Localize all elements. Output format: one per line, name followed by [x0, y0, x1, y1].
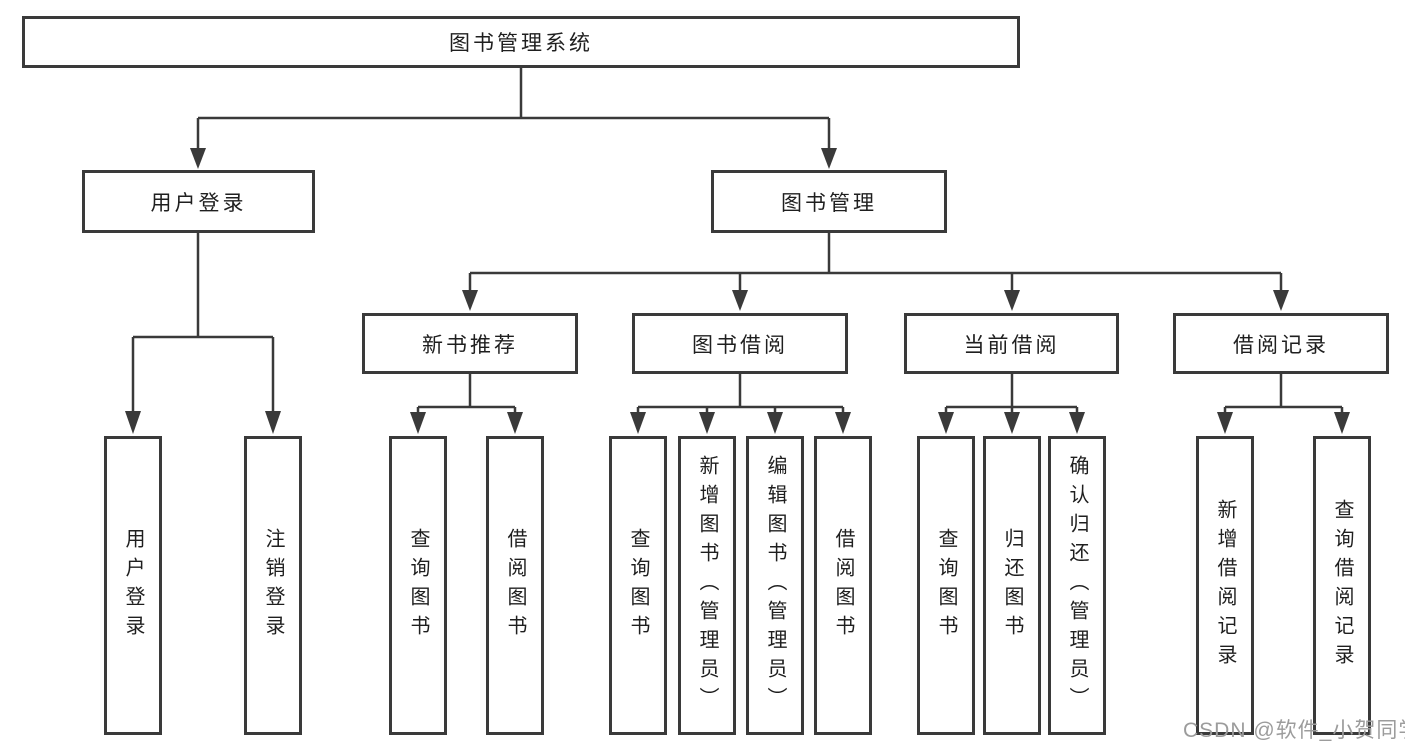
node-user-login: 用户登录 — [82, 170, 315, 233]
node-current-borrow-label: 当前借阅 — [963, 333, 1060, 357]
leaf-borrow-borrow-books: 借阅图书 — [814, 436, 872, 735]
leaf-borrow-edit-books-admin-label: 编辑图书（管理员） — [764, 455, 786, 716]
node-new-book-recommend-label: 新书推荐 — [422, 333, 518, 357]
leaf-borrow-borrow-books-label: 借阅图书 — [832, 527, 854, 644]
node-current-borrow: 当前借阅 — [904, 313, 1119, 374]
node-book-management-label: 图书管理 — [781, 191, 877, 215]
leaf-records-query-record: 查询借阅记录 — [1313, 436, 1371, 735]
leaf-logout-label: 注销登录 — [262, 527, 284, 644]
leaf-current-confirm-return-admin-label: 确认归还（管理员） — [1066, 455, 1088, 716]
csdn-watermark: CSDN @软件_小贺同学 — [1183, 719, 1405, 742]
leaf-records-add-record: 新增借阅记录 — [1196, 436, 1254, 735]
leaf-logout: 注销登录 — [244, 436, 302, 735]
node-root-label: 图书管理系统 — [449, 32, 593, 55]
leaf-newbook-query-books: 查询图书 — [389, 436, 447, 735]
connector-userlogin-branch — [125, 233, 281, 434]
leaf-current-return-books-label: 归还图书 — [1001, 527, 1023, 644]
leaf-borrow-query-books: 查询图书 — [609, 436, 667, 735]
node-book-borrow: 图书借阅 — [632, 313, 848, 374]
connector-bookborrow-branch — [630, 374, 851, 434]
connector-root-to-level2 — [190, 68, 837, 169]
leaf-newbook-borrow-books: 借阅图书 — [486, 436, 544, 735]
leaf-newbook-borrow-books-label: 借阅图书 — [504, 527, 526, 644]
node-borrow-records-label: 借阅记录 — [1233, 333, 1329, 357]
node-book-management: 图书管理 — [711, 170, 947, 233]
leaf-user-login: 用户登录 — [104, 436, 162, 735]
connector-bookmgmt-to-level3 — [462, 233, 1289, 311]
leaf-borrow-add-books-admin-label: 新增图书（管理员） — [696, 455, 718, 716]
connector-currentborrow-branch — [938, 374, 1085, 434]
leaf-current-query-books: 查询图书 — [917, 436, 975, 735]
leaf-newbook-query-books-label: 查询图书 — [407, 527, 429, 644]
node-book-borrow-label: 图书借阅 — [692, 333, 788, 357]
connector-newbook-branch — [410, 374, 523, 434]
node-new-book-recommend: 新书推荐 — [362, 313, 578, 374]
leaf-records-add-record-label: 新增借阅记录 — [1214, 498, 1236, 673]
leaf-borrow-query-books-label: 查询图书 — [627, 527, 649, 644]
node-root-library-system: 图书管理系统 — [22, 16, 1020, 68]
leaf-current-return-books: 归还图书 — [983, 436, 1041, 735]
leaf-current-confirm-return-admin: 确认归还（管理员） — [1048, 436, 1106, 735]
leaf-borrow-edit-books-admin: 编辑图书（管理员） — [746, 436, 804, 735]
leaf-current-query-books-label: 查询图书 — [935, 527, 957, 644]
leaf-records-query-record-label: 查询借阅记录 — [1331, 498, 1353, 673]
connector-borrowrecords-branch — [1217, 374, 1350, 434]
leaf-user-login-label: 用户登录 — [122, 527, 144, 644]
node-borrow-records: 借阅记录 — [1173, 313, 1389, 374]
node-user-login-label: 用户登录 — [150, 191, 247, 215]
leaf-borrow-add-books-admin: 新增图书（管理员） — [678, 436, 736, 735]
